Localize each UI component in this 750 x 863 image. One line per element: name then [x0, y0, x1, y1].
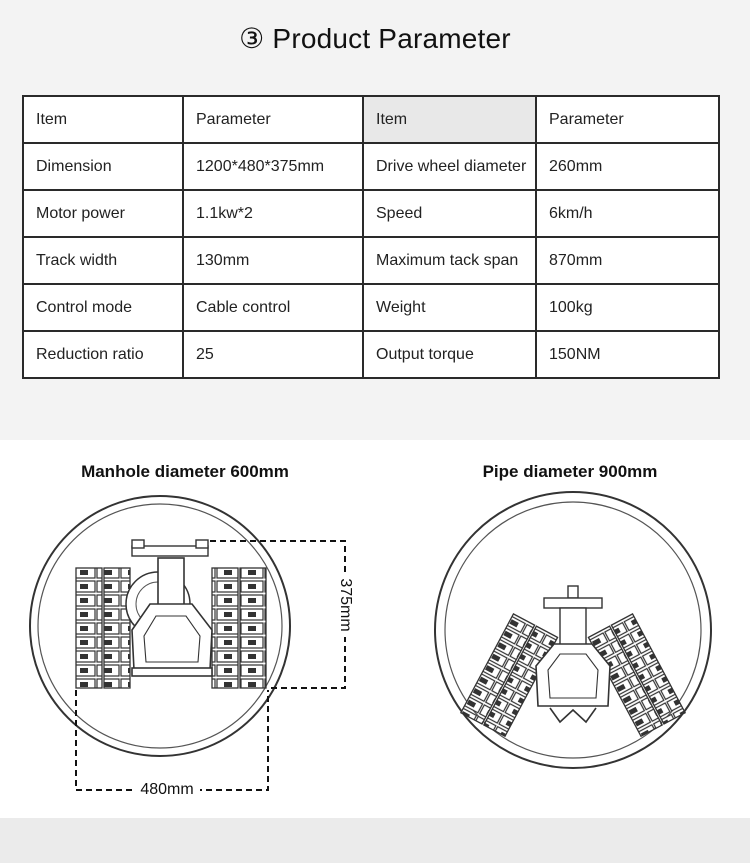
- width-dimension-label: 480mm: [140, 781, 193, 798]
- table-row: Dimension 1200*480*375mm Drive wheel dia…: [22, 142, 720, 191]
- table-header-row: Item Parameter Item Parameter: [22, 95, 720, 144]
- table-cell: Track width: [22, 236, 184, 285]
- table-cell: 150NM: [535, 330, 720, 379]
- table-cell: 260mm: [535, 142, 720, 191]
- camera-bracket: [131, 539, 209, 557]
- table-cell: 25: [182, 330, 364, 379]
- camera-bracket: [543, 585, 603, 647]
- diagram-panel: Manhole diameter 600mm Pipe diameter 900…: [0, 440, 750, 818]
- table-cell: 1.1kw*2: [182, 189, 364, 238]
- table-row: Control mode Cable control Weight 100kg: [22, 283, 720, 332]
- table-cell: Output torque: [362, 330, 537, 379]
- table-row: Reduction ratio 25 Output torque 150NM: [22, 330, 720, 379]
- column-header-item: Item: [22, 95, 184, 144]
- pipe-inner-ring: [444, 501, 702, 759]
- table-row: Track width 130mm Maximum tack span 870m…: [22, 236, 720, 285]
- robot-body: [131, 557, 213, 677]
- manhole-caption: Manhole diameter 600mm: [81, 462, 289, 481]
- left-track: [459, 612, 559, 738]
- pipe-diagram: [434, 491, 712, 769]
- column-header-item: Item: [362, 95, 537, 144]
- manhole-diagram: 375mm 480mm: [29, 495, 354, 798]
- table-row: Motor power 1.1kw*2 Speed 6km/h: [22, 189, 720, 238]
- table-cell: Motor power: [22, 189, 184, 238]
- pipe-outer-ring: [434, 491, 712, 769]
- parameter-table: Item Parameter Item Parameter Dimension …: [22, 95, 720, 379]
- page-title: ③ Product Parameter: [239, 23, 511, 54]
- right-track: [211, 567, 267, 689]
- table-cell: Reduction ratio: [22, 330, 184, 379]
- table-cell: 6km/h: [535, 189, 720, 238]
- left-track: [75, 567, 131, 689]
- table-cell: 870mm: [535, 236, 720, 285]
- manhole-outer-ring: [29, 495, 291, 757]
- height-dimension-label: 375mm: [337, 578, 354, 631]
- table-cell: Dimension: [22, 142, 184, 191]
- pipe-caption: Pipe diameter 900mm: [482, 462, 658, 481]
- table-cell: Maximum tack span: [362, 236, 537, 285]
- column-header-parameter: Parameter: [535, 95, 720, 144]
- bottom-strip: [0, 818, 750, 863]
- table-cell: Weight: [362, 283, 537, 332]
- column-header-parameter: Parameter: [182, 95, 364, 144]
- table-cell: 100kg: [535, 283, 720, 332]
- table-cell: Drive wheel diameter: [362, 142, 537, 191]
- table-cell: 130mm: [182, 236, 364, 285]
- manhole-inner-ring: [37, 503, 283, 749]
- table-cell: Control mode: [22, 283, 184, 332]
- table-cell: Speed: [362, 189, 537, 238]
- table-cell: Cable control: [182, 283, 364, 332]
- robot-body: [535, 643, 611, 724]
- right-track: [587, 612, 687, 738]
- table-cell: 1200*480*375mm: [182, 142, 364, 191]
